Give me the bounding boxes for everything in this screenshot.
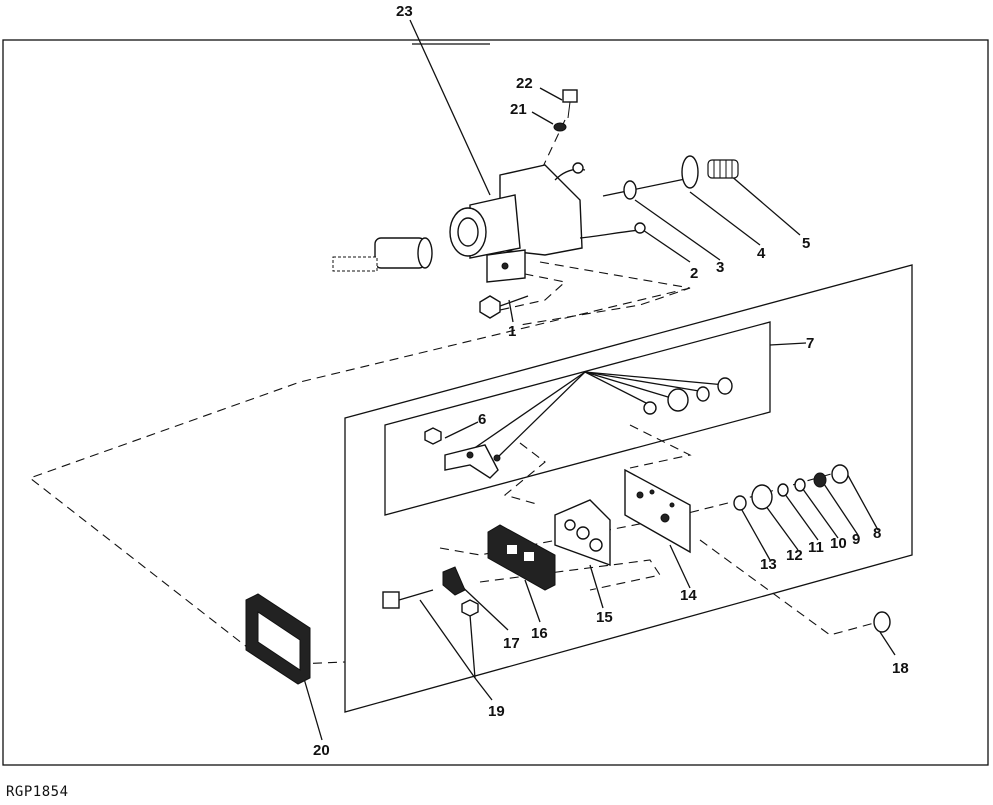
callout-3: 3 bbox=[716, 259, 724, 276]
callout-13: 13 bbox=[760, 556, 777, 573]
callout-11: 11 bbox=[808, 539, 824, 556]
callout-16: 16 bbox=[531, 625, 548, 642]
gasket-20 bbox=[245, 593, 311, 685]
callout-18: 18 bbox=[892, 660, 909, 677]
callout-12: 12 bbox=[786, 547, 803, 564]
hardware-8-13 bbox=[733, 464, 849, 511]
figure-id: RGP1854 bbox=[6, 784, 69, 800]
callout-17: 17 bbox=[503, 635, 520, 652]
bolt-1 bbox=[479, 295, 529, 319]
callout-1: 1 bbox=[508, 323, 516, 340]
terminal-hardware bbox=[643, 377, 733, 415]
inner-panel bbox=[344, 264, 913, 713]
callout-2: 2 bbox=[690, 265, 698, 282]
sub-panel bbox=[384, 321, 771, 516]
bolt-19 bbox=[382, 589, 479, 617]
callout-20: 20 bbox=[313, 742, 330, 759]
callout-14: 14 bbox=[680, 587, 697, 604]
clip-17 bbox=[442, 566, 466, 596]
callout-21: 21 bbox=[510, 101, 527, 118]
plate-14 bbox=[624, 468, 691, 554]
callout-22: 22 bbox=[516, 75, 533, 92]
outer-frame bbox=[2, 39, 989, 766]
screw-22 bbox=[562, 89, 578, 119]
callout-15: 15 bbox=[596, 609, 613, 626]
bracket bbox=[424, 427, 501, 479]
washer-21 bbox=[553, 122, 567, 132]
callout-9: 9 bbox=[852, 531, 860, 548]
callout-19: 19 bbox=[488, 703, 505, 720]
callout-23: 23 bbox=[396, 3, 413, 20]
plate-15 bbox=[554, 499, 611, 566]
callout-7: 7 bbox=[806, 335, 814, 352]
callout-10: 10 bbox=[830, 535, 847, 552]
gasket-16 bbox=[487, 524, 556, 591]
callout-4: 4 bbox=[757, 245, 766, 262]
terminal-bolt bbox=[602, 155, 699, 200]
solenoid-assembly bbox=[449, 162, 646, 283]
leader-lines bbox=[299, 19, 896, 741]
callout-6: 6 bbox=[478, 411, 486, 428]
nut-18 bbox=[873, 611, 891, 633]
callout-5: 5 bbox=[802, 235, 810, 252]
spring-5 bbox=[707, 159, 739, 179]
starter-motor-stub bbox=[332, 237, 433, 272]
callout-labels: 23 22 21 1 2 3 4 5 7 6 8 9 10 11 12 13 1… bbox=[313, 3, 909, 759]
callout-8: 8 bbox=[873, 525, 881, 542]
